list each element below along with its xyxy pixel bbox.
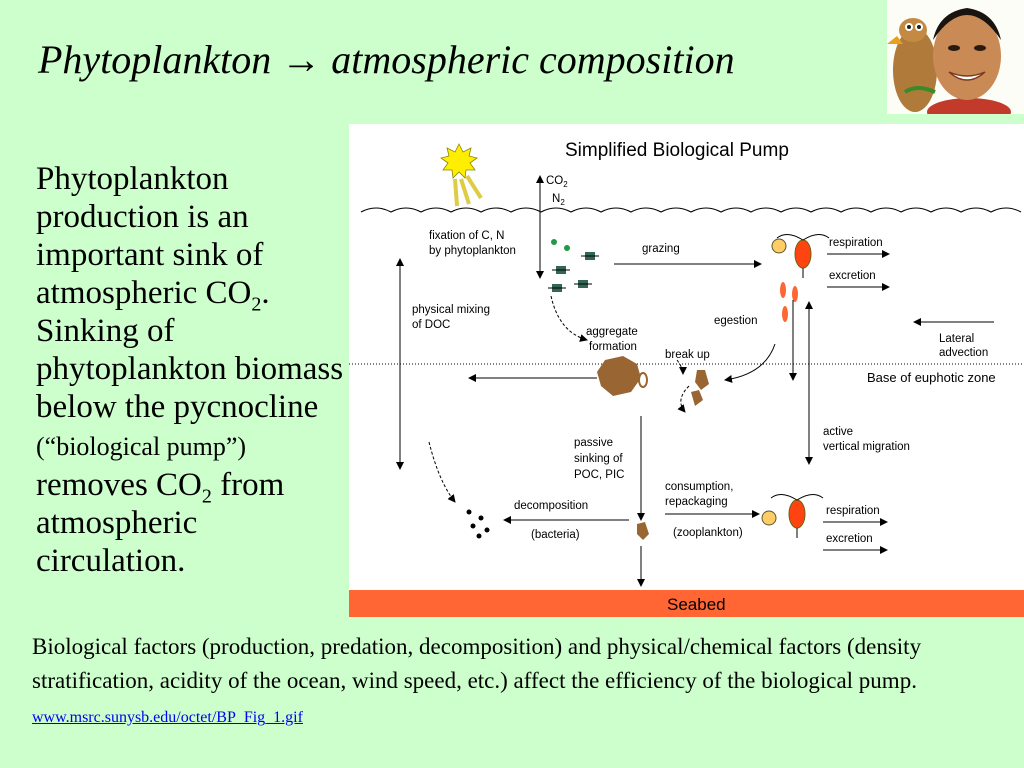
label-passive-2: sinking of xyxy=(574,453,623,465)
label-breakup: break up xyxy=(665,349,710,361)
body-text-part2: . Sinking of phytoplankton biomass below… xyxy=(36,275,344,425)
diagram-title: Simplified Biological Pump xyxy=(565,140,789,161)
label-grazing: grazing xyxy=(642,243,680,255)
svg-text:CO2: CO2 xyxy=(546,175,568,189)
aggregate-icon xyxy=(597,356,709,406)
label-consumption: consumption, xyxy=(665,481,733,493)
co2-subscript: 2 xyxy=(251,293,262,316)
label-active: active xyxy=(823,426,853,438)
label-mixing-2: of DOC xyxy=(412,319,450,331)
bacteria-dots-icon xyxy=(466,509,490,539)
seabed-band xyxy=(349,590,1024,617)
label-excretion-bottom: excretion xyxy=(826,533,873,545)
label-mixing: physical mixing xyxy=(412,304,490,316)
label-respiration-bottom: respiration xyxy=(826,505,880,517)
presenter-photo xyxy=(887,0,1024,126)
label-lateral: Lateral xyxy=(939,333,974,345)
zooplankton-bottom-icon xyxy=(761,494,824,538)
body-text-part3: (“biological pump”) xyxy=(36,432,247,461)
label-excretion-top: excretion xyxy=(829,270,876,282)
ocean-surface xyxy=(360,207,1022,213)
body-paragraph: Phytoplankton production is an important… xyxy=(36,160,346,580)
label-consumption-2: repackaging xyxy=(665,496,728,508)
slide-title: Phytoplankton → atmospheric composition xyxy=(38,37,735,82)
label-passive: passive xyxy=(574,437,613,449)
phytoplankton-icon xyxy=(548,239,599,292)
biological-pump-diagram: Simplified Biological Pump CO2 N2 fixati… xyxy=(349,124,1024,617)
label-respiration-top: respiration xyxy=(829,237,883,249)
label-aggregate-2: formation xyxy=(589,341,637,353)
zooplankton-icon xyxy=(771,234,830,322)
body-text-part4: removes CO xyxy=(36,467,202,503)
label-egestion: egestion xyxy=(714,315,757,327)
label-bacteria: (bacteria) xyxy=(531,529,580,541)
label-decomposition: decomposition xyxy=(514,500,588,512)
label-seabed: Seabed xyxy=(667,595,726,614)
body-text-part1: Phytoplankton production is an important… xyxy=(36,161,264,311)
svg-text:N2: N2 xyxy=(552,193,565,207)
label-fixation: fixation of C, N xyxy=(429,230,504,242)
label-active-2: vertical migration xyxy=(823,441,910,453)
label-euphotic: Base of euphotic zone xyxy=(867,370,996,385)
label-aggregate: aggregate xyxy=(586,326,638,338)
label-zooplankton: (zooplankton) xyxy=(673,527,743,539)
label-passive-3: POC, PIC xyxy=(574,469,624,481)
label-lateral-2: advection xyxy=(939,347,988,359)
co2-subscript-2: 2 xyxy=(201,485,212,508)
source-link[interactable]: www.msrc.sunysb.edu/octet/BP_Fig_1.gif xyxy=(32,709,303,726)
footer-text: Biological factors (production, predatio… xyxy=(32,634,922,693)
body-text-part5: from atmospheric circulation. xyxy=(36,467,285,579)
sun-icon xyxy=(440,143,483,207)
sinking-particle-icon xyxy=(637,522,649,540)
label-fixation-2: by phytoplankton xyxy=(429,245,516,257)
footer-paragraph: Biological factors (production, predatio… xyxy=(32,630,992,735)
